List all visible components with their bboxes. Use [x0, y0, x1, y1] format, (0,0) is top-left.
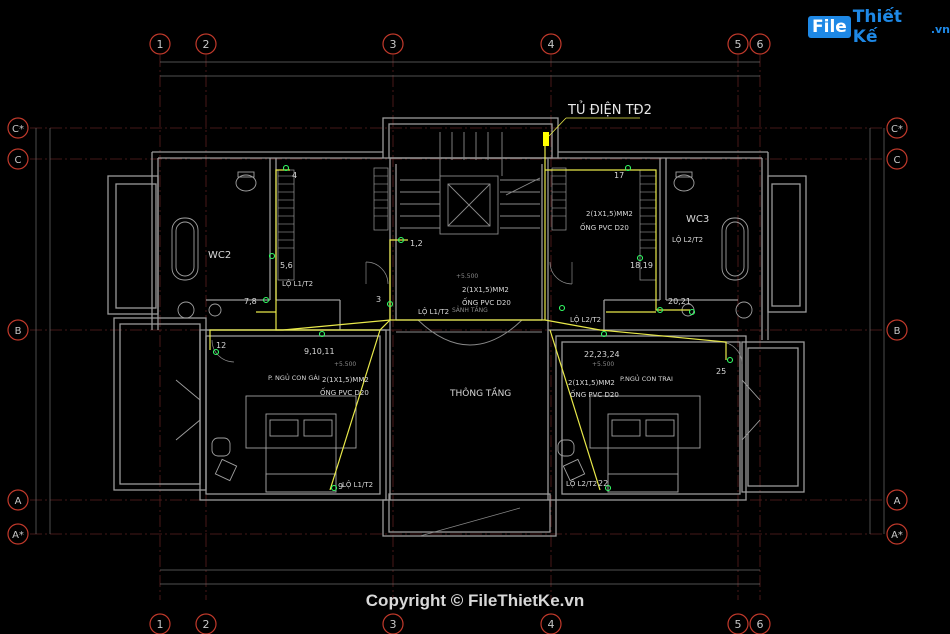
- cable-spec-right-bed: 2(1X1,5)MM2: [568, 379, 615, 387]
- point-9-10-11: 9,10,11: [304, 347, 335, 356]
- watermark-box: File: [808, 16, 851, 38]
- point-18-19: 18,19: [630, 261, 653, 270]
- point-17: 17: [614, 171, 624, 180]
- circuit-l2-bottom: LỘ L2/T2: [566, 479, 597, 488]
- grid-label-a-star-right: A*: [891, 530, 903, 541]
- watermark-text: Thiết Kế: [852, 7, 902, 47]
- copyright-notice: Copyright © FileThietKe.vn: [365, 591, 585, 610]
- wardrobe-hatching: [278, 175, 656, 249]
- level-right-bed: +5.500: [592, 361, 614, 368]
- bedroom-furniture: [175, 379, 761, 493]
- grid-label-a-star: A*: [12, 530, 24, 541]
- cable-spec-right-top: 2(1X1,5)MM2: [586, 210, 633, 218]
- point-22-23-24: 22,23,24: [584, 350, 620, 359]
- grid-label-4-bottom: 4: [548, 618, 555, 631]
- stair-core: [396, 132, 542, 346]
- electrical-panel-icon: [543, 132, 549, 146]
- grid-label-5: 5: [735, 38, 742, 51]
- point-9: 9: [338, 482, 343, 491]
- grid-label-2: 2: [203, 38, 210, 51]
- room-void: THÔNG TẦNG: [449, 386, 511, 399]
- grid-label-1-bottom: 1: [157, 618, 164, 631]
- point-1-2: 1,2: [410, 239, 423, 248]
- grid-label-3: 3: [390, 38, 397, 51]
- grid-row-bubbles: [7, 117, 908, 545]
- door-swings: [211, 261, 743, 537]
- grid-label-c-star-right: C*: [891, 124, 903, 135]
- grid-label-c-star: C*: [12, 124, 24, 135]
- grid-label-c: C: [15, 155, 22, 166]
- room-wc3: WC3: [686, 214, 709, 225]
- grid-label-1: 1: [157, 38, 164, 51]
- point-12: 12: [216, 341, 226, 350]
- level-left-bed: +5.500: [334, 361, 356, 368]
- grid-label-2-bottom: 2: [203, 618, 210, 631]
- circuit-l1-bottom: LỘ L1/T2: [342, 480, 373, 489]
- panel-leader-line: [548, 117, 567, 137]
- conduit-spec-right-top: ỐNG PVC D20: [580, 222, 629, 232]
- grid-label-4: 4: [548, 38, 555, 51]
- bathroom-fixtures: [171, 171, 753, 319]
- grid-label-c-right: C: [894, 155, 901, 166]
- point-4: 4: [292, 171, 297, 180]
- circuit-l1-top: LỘ L1/T2: [282, 279, 313, 288]
- circuit-l1-mid: LỘ L1/T2: [418, 307, 449, 316]
- point-25: 25: [716, 367, 726, 376]
- circuit-l2-mid: LỘ L2/T2: [570, 315, 601, 324]
- conduit-spec-right-bed: ỐNG PVC D20: [570, 389, 619, 399]
- grid-label-a: A: [15, 496, 22, 507]
- grid-column-labels: 1 2 3 4 5 6 1 2 3 4 5 6: [157, 38, 764, 631]
- conduit-spec-left-bed: ỐNG PVC D20: [320, 387, 369, 397]
- room-wc2: WC2: [208, 250, 231, 261]
- grid-label-6: 6: [757, 38, 764, 51]
- cable-spec-hall: 2(1X1,5)MM2: [462, 286, 509, 294]
- room-bedroom-right: P.NGỦ CON TRAI: [620, 373, 673, 383]
- annotations: TỦ ĐIỆN TĐ2 WC2 WC3 SẢNH TẦNG THÔNG TẦNG…: [208, 101, 726, 491]
- point-5-6: 5,6: [280, 261, 293, 270]
- cable-spec-left-bed: 2(1X1,5)MM2: [322, 376, 369, 384]
- level-hall: +5.500: [456, 273, 478, 280]
- point-7-8: 7,8: [244, 297, 257, 306]
- panel-label: TỦ ĐIỆN TĐ2: [567, 101, 652, 118]
- grid-label-b: B: [15, 326, 22, 337]
- grid-label-6-bottom: 6: [757, 618, 764, 631]
- grid-label-3-bottom: 3: [390, 618, 397, 631]
- watermark-logo: File Thiết Kế .vn: [808, 7, 950, 47]
- circuit-l2-top: LỘ L2/T2: [672, 235, 703, 244]
- watermark-domain: .vn: [930, 23, 950, 36]
- room-bedroom-left: P. NGỦ CON GÁI: [268, 372, 320, 382]
- point-22: 22: [598, 479, 608, 488]
- grid-label-a-right: A: [894, 496, 901, 507]
- grid-row-labels: C* C B A A* C* C B A A*: [12, 124, 903, 541]
- room-stair-hall: SẢNH TẦNG: [452, 306, 488, 314]
- grid-label-b-right: B: [894, 326, 901, 337]
- switch-symbols: [212, 164, 734, 492]
- grid-label-5-bottom: 5: [735, 618, 742, 631]
- grid-column-bubbles: [149, 33, 771, 634]
- point-3: 3: [376, 295, 381, 304]
- point-20-21: 20,21: [668, 297, 691, 306]
- dimension-lines: [35, 61, 885, 585]
- conduit-spec-hall: ỐNG PVC D20: [462, 297, 511, 307]
- wiring-runs: [209, 140, 727, 491]
